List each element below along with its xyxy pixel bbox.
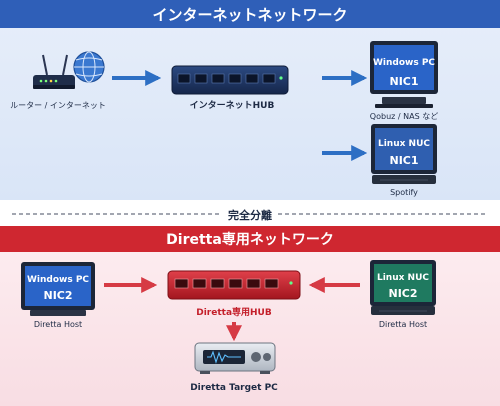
windows-pc-top-icon <box>370 41 438 108</box>
linux-nuc-top-nic: NIC1 <box>389 154 418 167</box>
linux-nuc-bottom-screen-text: Linux NUC <box>377 273 429 283</box>
diretta-target-caption: Diretta Target PC <box>190 383 278 393</box>
internet-hub-icon <box>171 65 289 95</box>
linux-nuc-bottom-nic: NIC2 <box>388 287 417 300</box>
windows-pc-top-nic: NIC1 <box>389 75 418 88</box>
linux-nuc-bottom-icon <box>370 260 436 315</box>
globe-icon <box>73 51 105 83</box>
diretta-hub-icon <box>167 270 301 300</box>
linux-nuc-bottom-caption: Diretta Host <box>379 320 427 329</box>
diretta-target-icon <box>194 342 276 374</box>
internet-hub-label: インターネットHUB <box>190 99 275 111</box>
internet-network-title: インターネットネットワーク <box>152 6 347 24</box>
windows-pc-bottom-nic: NIC2 <box>43 289 72 302</box>
windows-pc-bottom-screen-text: Windows PC <box>27 275 89 285</box>
windows-pc-bottom-caption: Diretta Host <box>34 320 82 329</box>
internet-network-header <box>0 0 500 28</box>
windows-pc-top-caption: Qobuz / NAS など <box>370 112 438 121</box>
router-label: ルーター / インターネット <box>10 101 106 110</box>
windows-pc-top-screen-text: Windows PC <box>373 58 435 68</box>
linux-nuc-top-screen-text: Linux NUC <box>378 139 430 149</box>
windows-pc-bottom-icon <box>21 262 95 316</box>
diretta-network-title: Diretta専用ネットワーク <box>166 231 334 248</box>
diretta-network-section: Diretta専用ネットワーク Windows PC NIC2 Diretta … <box>0 226 500 406</box>
separator: 完全分離 <box>12 208 488 222</box>
linux-nuc-top-icon <box>371 124 437 184</box>
linux-nuc-top-caption: Spotify <box>390 188 418 197</box>
internet-network-section: インターネットネットワーク ルーター / インターネット <box>0 0 500 200</box>
diretta-hub-label: Diretta専用HUB <box>196 306 272 318</box>
separator-label: 完全分離 <box>228 208 272 222</box>
router-icon <box>33 54 75 89</box>
diretta-network-header <box>0 226 500 252</box>
